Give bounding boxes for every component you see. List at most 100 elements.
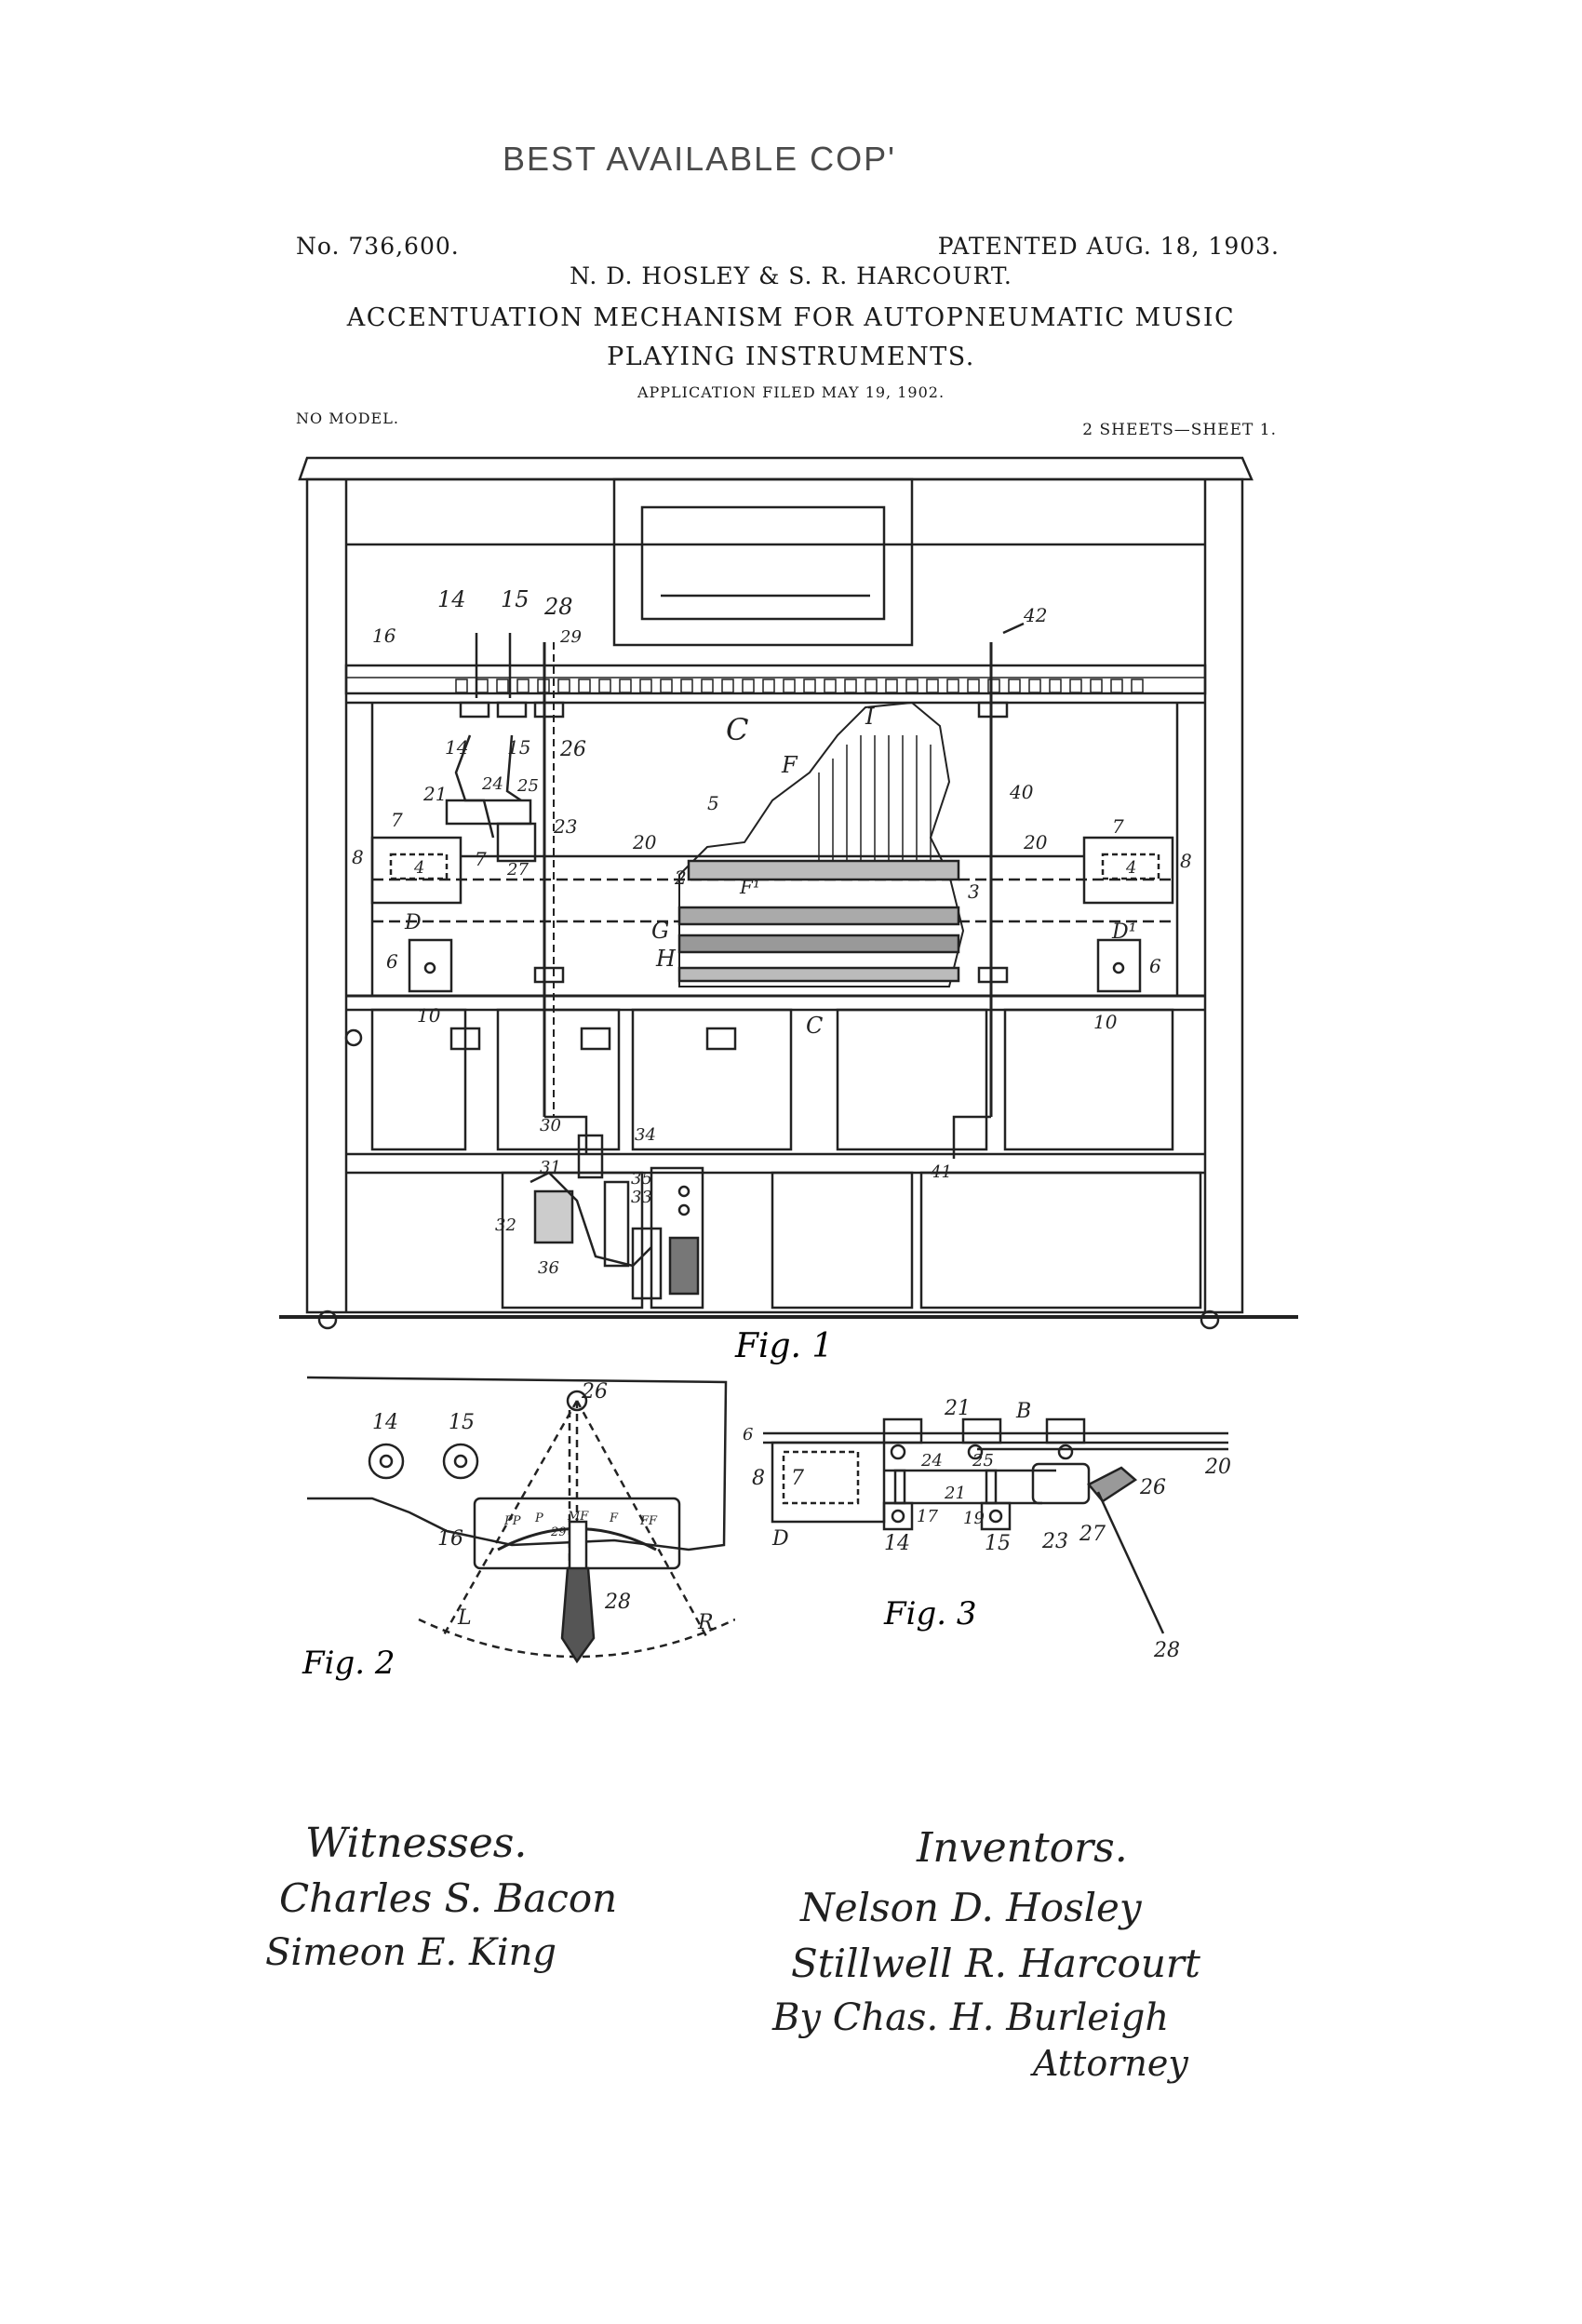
fig1-label-34: 34 [635,1125,656,1145]
fig2-label-15: 15 [449,1411,475,1434]
fig3-label-27: 27 [1079,1523,1106,1546]
witnesses-label: Witnesses. [305,1820,528,1867]
fig1-label-41: 41 [930,1162,952,1182]
fig3-label-23: 23 [1041,1530,1068,1553]
application-filed: APPLICATION FILED MAY 19, 1902. [637,383,945,401]
fig1-label-15: 15 [501,586,530,612]
fig1-label-3: 3 [968,880,980,903]
fig2-drawing: 26 14 15 16 28 L R PP P MF F FF 29 Fig. … [302,1376,735,1682]
fig1-label-31: 31 [540,1158,561,1177]
fig1-label-5: 5 [707,792,719,814]
fig1-label-2: 2 [674,866,687,889]
fig1-caption: Fig. 1 [734,1327,833,1365]
fig1-label-i: I [865,704,875,730]
fig2-label-14: 14 [372,1411,398,1434]
fig1-label-28: 28 [543,594,573,620]
fig1-label-42: 42 [1023,604,1047,626]
fig1-label-7a: 7 [391,809,403,831]
inventor-2-signature: Stillwell R. Harcourt [791,1941,1200,1986]
fig2-scale-f: F [609,1511,619,1525]
fig3-caption: Fig. 3 [883,1595,976,1632]
fig1-label-36: 36 [538,1258,559,1278]
fig1-label-20a: 20 [632,831,657,853]
fig3-label-26: 26 [1139,1476,1166,1499]
fig3-label-25: 25 [972,1451,994,1471]
fig1-label-33: 33 [631,1188,652,1207]
witness-2-signature: Simeon E. King [265,1931,557,1974]
fig1-label-32: 32 [495,1216,516,1235]
fig3-label-d: D [771,1527,789,1551]
fig3-label-6: 6 [743,1425,753,1444]
sheet-info: 2 SHEETS—SHEET 1. [1082,421,1277,439]
fig3-label-28: 28 [1153,1639,1180,1662]
fig2-label-16: 16 [437,1527,463,1551]
inventor-1-signature: Nelson D. Hosley [800,1885,1142,1930]
fig1-label-15b: 15 [507,736,530,759]
fig1-label-26: 26 [559,738,586,761]
fig1-label-27: 27 [506,860,529,880]
fig1-label-f: F [781,752,798,778]
fig1-label-6a: 6 [386,950,398,973]
fig1-label-23: 23 [553,815,577,838]
fig2-caption: Fig. 2 [302,1645,395,1682]
fig1-label-24: 24 [481,774,503,794]
fig1-label-d1: D¹ [1111,920,1136,944]
inventors-line: N. D. HOSLEY & S. R. HARCOURT. [570,262,1012,289]
fig3-label-21a: 21 [944,1397,971,1420]
fig1-label-g: G [651,918,669,944]
fig3-label-19: 19 [963,1509,985,1528]
patent-date: PATENTED AUG. 18, 1903. [937,233,1280,260]
witness-1-signature: Charles S. Bacon [279,1875,618,1921]
best-available-copy-stamp: BEST AVAILABLE COP' [503,140,897,178]
fig1-label-d: D [404,911,422,934]
fig3-label-21b: 21 [944,1484,966,1503]
title-line-1: ACCENTUATION MECHANISM FOR AUTOPNEUMATIC… [346,303,1236,332]
attorney-title: Attorney [1033,2043,1188,2084]
fig2-label-28: 28 [604,1591,631,1614]
title-line-2: PLAYING INSTRUMENTS. [607,343,975,371]
fig1-label-4a: 4 [413,858,424,878]
fig1-label-25: 25 [516,776,539,796]
fig1-label-14b: 14 [445,736,468,759]
fig1-label-14: 14 [437,586,466,612]
fig1-label-10a: 10 [417,1004,441,1027]
fig2-label-26: 26 [581,1380,608,1404]
fig2-label-l: L [457,1606,472,1630]
fig3-label-7: 7 [791,1467,804,1490]
fig3-drawing: 6 21 B 20 8 7 24 25 26 21 17 19 D 14 15 … [743,1397,1231,1662]
fig1-label-29: 29 [559,627,582,647]
attorney-signature: By Chas. H. Burleigh [772,1996,1170,2039]
fig2-scale-pp: PP [503,1514,521,1528]
fig3-label-15: 15 [985,1532,1011,1555]
fig1-label-21: 21 [422,783,447,805]
fig1-label-8a: 8 [352,846,364,868]
fig1-label-h: H [655,946,677,972]
fig1-label-35: 35 [631,1169,652,1189]
fig3-label-14: 14 [884,1532,910,1555]
fig1-label-4b: 4 [1125,858,1136,878]
inventors-label: Inventors. [917,1824,1128,1872]
fig2-label-r: R [697,1611,714,1634]
fig3-label-24: 24 [920,1451,943,1471]
fig2-scale-ff: FF [639,1514,658,1528]
fig1-label-30: 30 [540,1116,561,1135]
patent-number: No. 736,600. [296,233,460,260]
fig1-label-20b: 20 [1023,831,1048,853]
fig1-label-6b: 6 [1149,955,1161,977]
fig1-label-f1: F¹ [739,876,760,898]
fig1-label-16: 16 [372,625,396,647]
fig2-scale-mf: MF [567,1510,589,1524]
fig3-label-17: 17 [917,1507,938,1526]
model-note: NO MODEL. [296,410,399,427]
fig3-label-b: B [1015,1400,1031,1423]
fig1-label-c-bottom: C [806,1013,823,1039]
fig3-label-20: 20 [1204,1456,1231,1479]
fig2-scale-29: 29 [550,1525,567,1539]
fig1-label-7c: 7 [1112,815,1124,838]
fig2-scale-p: P [534,1511,543,1525]
fig1-label-7b: 7 [475,848,487,870]
fig1-label-10b: 10 [1093,1011,1118,1033]
fig1-label-40: 40 [1009,781,1034,803]
fig1-label-8b: 8 [1180,850,1192,872]
